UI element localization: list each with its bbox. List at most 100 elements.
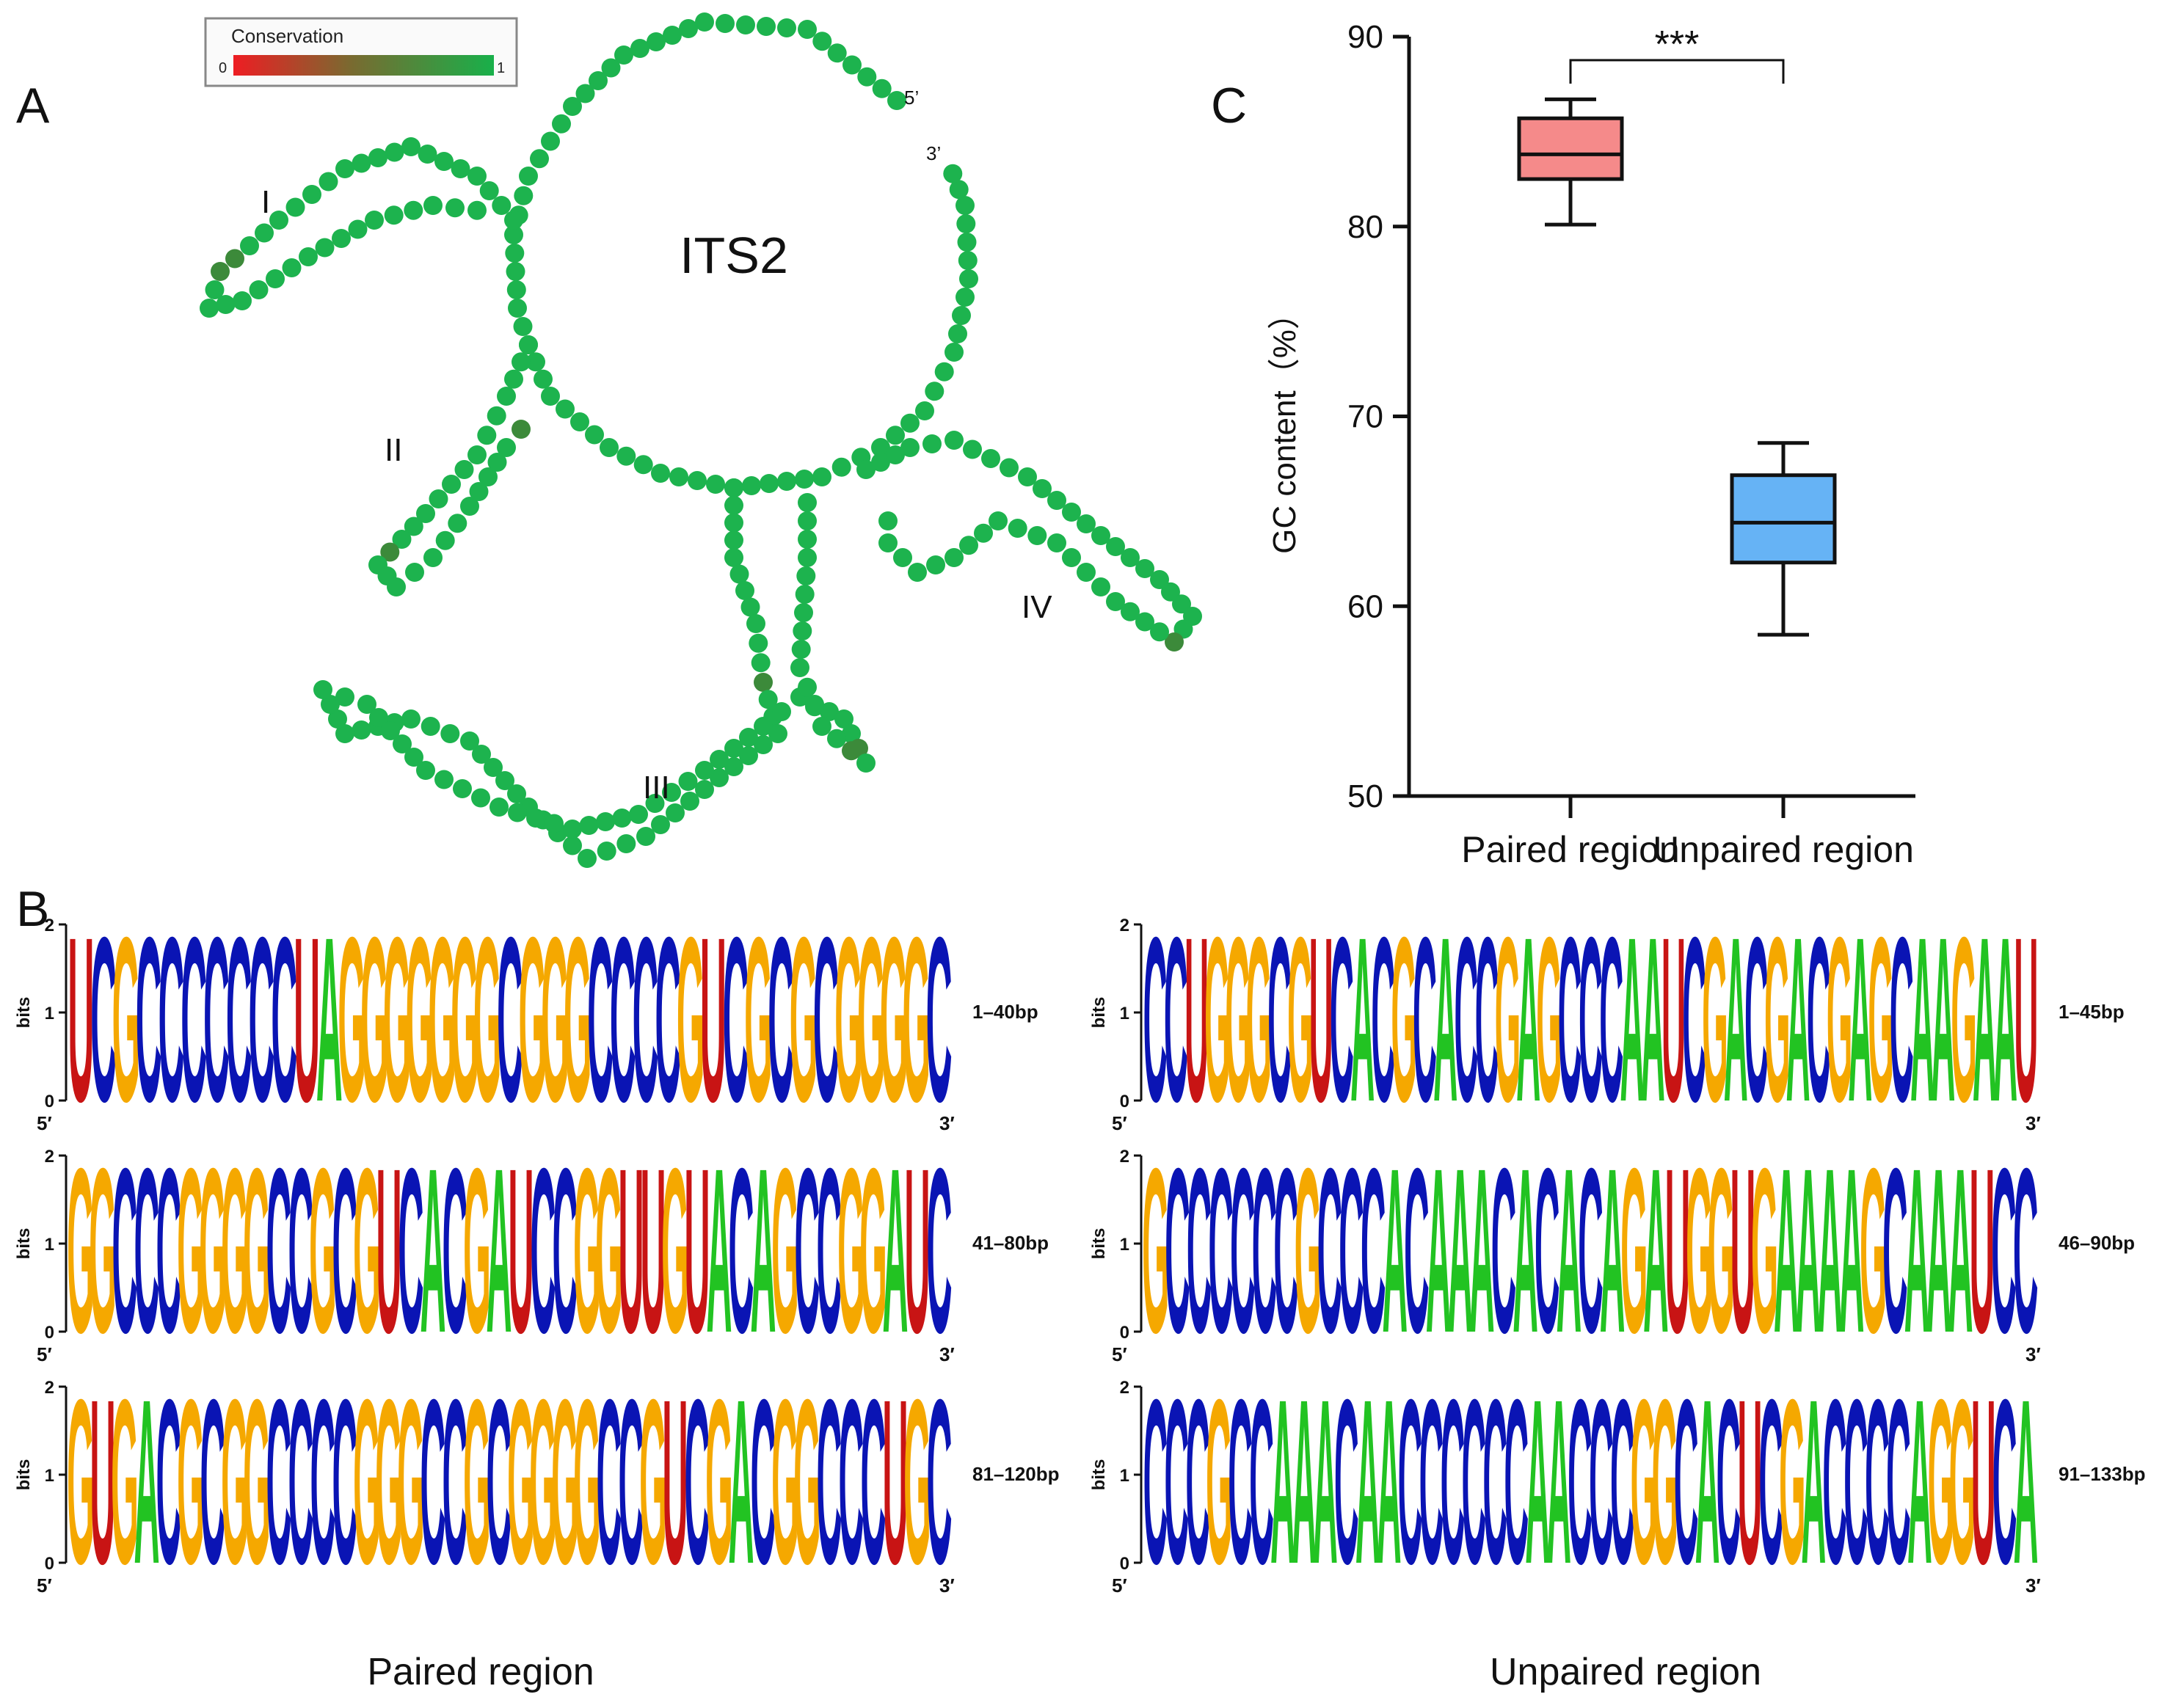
logo-five-prime: 5′: [37, 1343, 52, 1365]
nucleotide-node: [597, 842, 616, 861]
nucleotide-node: [392, 530, 412, 549]
nucleotide-node: [695, 761, 714, 780]
panel-label-b: B: [16, 881, 50, 937]
nucleotide-node: [384, 205, 404, 225]
logo-letter: C: [1267, 910, 1292, 1151]
nucleotide-node: [451, 159, 470, 178]
logo-letter: C: [839, 1351, 865, 1613]
nucleotide-node: [616, 834, 636, 853]
logo-letter: G: [1536, 910, 1562, 1151]
nucleotide-node: [1172, 594, 1191, 614]
nucleotide-node: [908, 563, 927, 582]
logo-letter: C: [685, 1351, 710, 1613]
nucleotide-node: [492, 196, 512, 215]
nucleotide-node: [872, 79, 892, 98]
logo-letter: C: [200, 1351, 226, 1613]
panel-label-c: C: [1211, 78, 1248, 134]
nucleotide-node: [440, 724, 460, 743]
logo-letter: A: [1839, 1120, 1865, 1382]
logo-letter: A: [1383, 1120, 1408, 1382]
logo-letter: G: [790, 910, 818, 1150]
logo-letter: U: [1738, 1351, 1763, 1613]
nucleotide-node: [418, 145, 437, 164]
nucleotide-node: [1150, 622, 1169, 642]
logo-letter: C: [497, 910, 523, 1150]
nucleotide-node: [887, 91, 906, 110]
nucleotide-node: [467, 200, 487, 220]
nucleotide-node: [926, 555, 945, 574]
nucleotide-node: [688, 471, 707, 490]
nucleotide-node: [269, 211, 288, 230]
nucleotide-node: [958, 251, 978, 270]
nucleotide-node: [504, 211, 523, 230]
nucleotide-node: [777, 18, 796, 37]
nucleotide-node: [205, 280, 225, 299]
logo-letter: G: [221, 1120, 249, 1382]
logo-range-label: 46–90bp: [2059, 1232, 2135, 1254]
logo-letter: G: [771, 1120, 799, 1382]
nucleotide-node: [630, 39, 649, 58]
nucleotide-node: [423, 548, 443, 567]
nucleotide-node: [944, 431, 964, 450]
logo-letter: G: [1391, 910, 1416, 1151]
nucleotide-node: [249, 280, 269, 299]
nucleotide-node: [795, 585, 815, 604]
nucleotide-node: [956, 196, 975, 215]
logo-tick-label: 0: [45, 1554, 54, 1574]
logo-letter: G: [859, 1120, 887, 1382]
logo-tick-label: 2: [1120, 1147, 1129, 1167]
nucleotide-node: [385, 142, 404, 162]
nucleotide-node: [321, 695, 340, 714]
nucleotide-node: [647, 32, 666, 51]
logo-letter: G: [243, 1120, 271, 1382]
nucleotide-node: [467, 445, 487, 464]
logo-letter: C: [1491, 1120, 1517, 1382]
nucleotide-node: [211, 262, 230, 281]
nucleotide-node: [507, 784, 526, 803]
logo-letter: A: [1313, 1351, 1338, 1613]
logo-five-prime: 5′: [1112, 1112, 1127, 1134]
nucleotide-node: [563, 836, 582, 855]
logo-letter: C: [1413, 910, 1437, 1151]
nucleotide-node: [575, 84, 595, 103]
nucleotide-node: [512, 420, 531, 439]
logo-tick-label: 2: [1120, 1378, 1129, 1398]
logo-letter: A: [487, 1120, 512, 1382]
nucleotide-node: [556, 399, 575, 419]
nucleotide-node: [526, 809, 545, 828]
logo-letter: C: [1717, 1351, 1741, 1613]
nucleotide-node: [645, 794, 665, 813]
nucleotide-node: [740, 597, 760, 617]
nucleotide-node: [255, 223, 274, 243]
nucleotide-node: [225, 249, 244, 269]
significance-marker: ***: [1655, 23, 1700, 66]
nucleotide-node: [1077, 563, 1096, 582]
logo-letter: C: [136, 910, 162, 1150]
nucleotide-node: [497, 438, 516, 457]
nucleotide-node: [724, 757, 743, 776]
logo-three-prime: 3′: [939, 1112, 955, 1134]
logo-letter: C: [112, 1120, 138, 1382]
logo-letter: G: [1225, 910, 1251, 1151]
nucleotide-node: [477, 426, 497, 445]
logo-letter: U: [1665, 1120, 1691, 1382]
nucleotide-node: [216, 295, 236, 314]
logo-letter: C: [159, 910, 185, 1150]
logo-letter: G: [177, 1120, 205, 1382]
nucleotide-node: [831, 457, 851, 477]
nucleotide-node: [299, 247, 318, 266]
logo-letter: C: [1886, 1351, 1911, 1613]
logo-letter: A: [1848, 910, 1872, 1151]
logo-letter: A: [1350, 910, 1375, 1151]
logo-letter: C: [266, 1351, 292, 1613]
logo-letter: C: [1361, 1120, 1386, 1382]
nucleotide-node: [479, 181, 499, 200]
logo-letter: A: [1377, 1351, 1402, 1613]
nucleotide-node: [886, 445, 905, 464]
logo-letter: G: [857, 910, 886, 1150]
logo-letter: A: [1600, 1120, 1626, 1382]
nucleotide-node: [352, 720, 371, 740]
nucleotide-node: [530, 149, 549, 169]
nucleotide-node: [578, 849, 597, 868]
nucleotide-node: [302, 185, 321, 204]
